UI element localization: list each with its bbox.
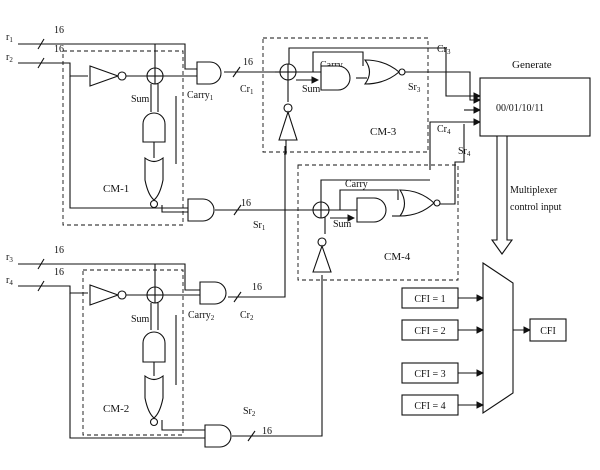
mux-control-label-line2: control input bbox=[510, 202, 562, 213]
cm3-buffer-gate bbox=[278, 103, 298, 141]
carry-label-cm4: Carry bbox=[345, 179, 368, 190]
cfi-input-1: CFI = 1 bbox=[401, 287, 485, 309]
cr2-label: Cr2 bbox=[240, 310, 254, 322]
cm1-and-gate bbox=[142, 112, 166, 143]
cm1-buffer-gate bbox=[89, 65, 127, 87]
sr4-label: Sr4 bbox=[458, 146, 471, 158]
cm1-module-box bbox=[62, 50, 184, 226]
cr2-bus-width: 16 bbox=[252, 282, 262, 293]
cm2-module-box bbox=[82, 269, 184, 436]
cfi-input-3: CFI = 3 bbox=[401, 362, 485, 384]
svg-text:CFI: CFI bbox=[540, 326, 556, 337]
cfi-input-4: CFI = 4 bbox=[401, 394, 485, 416]
sr1-and-gate bbox=[187, 198, 215, 222]
cm3-label: CM-3 bbox=[370, 126, 397, 138]
bus-width-r1: 16 bbox=[54, 25, 64, 36]
cm1-label: CM-1 bbox=[103, 183, 129, 195]
multiplexer bbox=[482, 261, 514, 415]
sr3-label: Sr3 bbox=[408, 82, 421, 94]
bus-width-r2: 16 bbox=[54, 44, 64, 55]
carry2-label: Carry2 bbox=[188, 310, 215, 322]
cm2-or-gate bbox=[144, 374, 164, 427]
carry1-and-gate bbox=[196, 61, 222, 85]
cm3-adder bbox=[279, 63, 297, 81]
cr3-label: Cr3 bbox=[437, 44, 451, 56]
sum-label-cm4: Sum bbox=[333, 219, 352, 230]
top-wiring: Sum bbox=[18, 38, 482, 216]
sum-label-cm2: Sum bbox=[131, 314, 150, 325]
sum-label-cm3: Sum bbox=[302, 84, 321, 95]
cm4-label: CM-4 bbox=[384, 251, 411, 263]
bottom-wiring: Sum bbox=[18, 146, 323, 442]
svg-text:CFI = 1: CFI = 1 bbox=[414, 294, 445, 305]
cm4-wiring bbox=[296, 179, 456, 234]
sum-label-cm1: Sum bbox=[131, 94, 150, 105]
cm1-or-gate bbox=[144, 156, 164, 209]
cr1-label: Cr1 bbox=[240, 84, 254, 96]
cm3-and-gate bbox=[320, 65, 351, 91]
generate-block bbox=[479, 77, 591, 137]
cm4-or-gate bbox=[398, 189, 441, 217]
input-r2-label: r2 bbox=[6, 52, 13, 64]
sr2-label: Sr2 bbox=[243, 406, 256, 418]
cm1-adder bbox=[146, 67, 164, 85]
cm4-adder bbox=[312, 201, 330, 219]
mux-control-label-line1: Multiplexer bbox=[510, 185, 558, 196]
cm2-adder bbox=[146, 286, 164, 304]
cm4-module-box bbox=[297, 164, 459, 281]
carry1-label: Carry1 bbox=[187, 90, 214, 102]
cr1-bus-width: 16 bbox=[243, 57, 253, 68]
sr2-bus-width: 16 bbox=[262, 426, 272, 437]
input-r4-label: r4 bbox=[6, 275, 13, 287]
cm4-and-gate bbox=[356, 197, 387, 223]
sr1-bus-width: 16 bbox=[241, 198, 251, 209]
svg-text:CFI = 3: CFI = 3 bbox=[414, 369, 445, 380]
input-r3-label: r3 bbox=[6, 252, 13, 264]
cm3-or-gate bbox=[363, 59, 406, 85]
cm2-buffer-gate bbox=[89, 284, 127, 306]
svg-text:CFI = 2: CFI = 2 bbox=[414, 326, 445, 337]
cm4-buffer-gate bbox=[312, 237, 332, 273]
carry2-and-gate bbox=[199, 281, 227, 305]
generate-codes: 00/01/10/11 bbox=[496, 103, 544, 114]
bus-width-r3: 16 bbox=[54, 245, 64, 256]
cm2-label: CM-2 bbox=[103, 403, 129, 415]
cm2-and-gate bbox=[142, 331, 166, 363]
cfi-input-2: CFI = 2 bbox=[401, 319, 485, 341]
cm3-module-box bbox=[262, 37, 429, 153]
cr4-label: Cr4 bbox=[437, 124, 451, 136]
generate-title: Generate bbox=[512, 59, 552, 71]
mux-control-arrow bbox=[490, 135, 514, 255]
cfi-output: CFI bbox=[513, 318, 567, 342]
sr2-and-gate bbox=[204, 424, 232, 448]
bus-width-r4: 16 bbox=[54, 267, 64, 278]
input-r1-label: r1 bbox=[6, 32, 13, 44]
svg-text:CFI = 4: CFI = 4 bbox=[414, 401, 445, 412]
sr1-label: Sr1 bbox=[253, 220, 266, 232]
